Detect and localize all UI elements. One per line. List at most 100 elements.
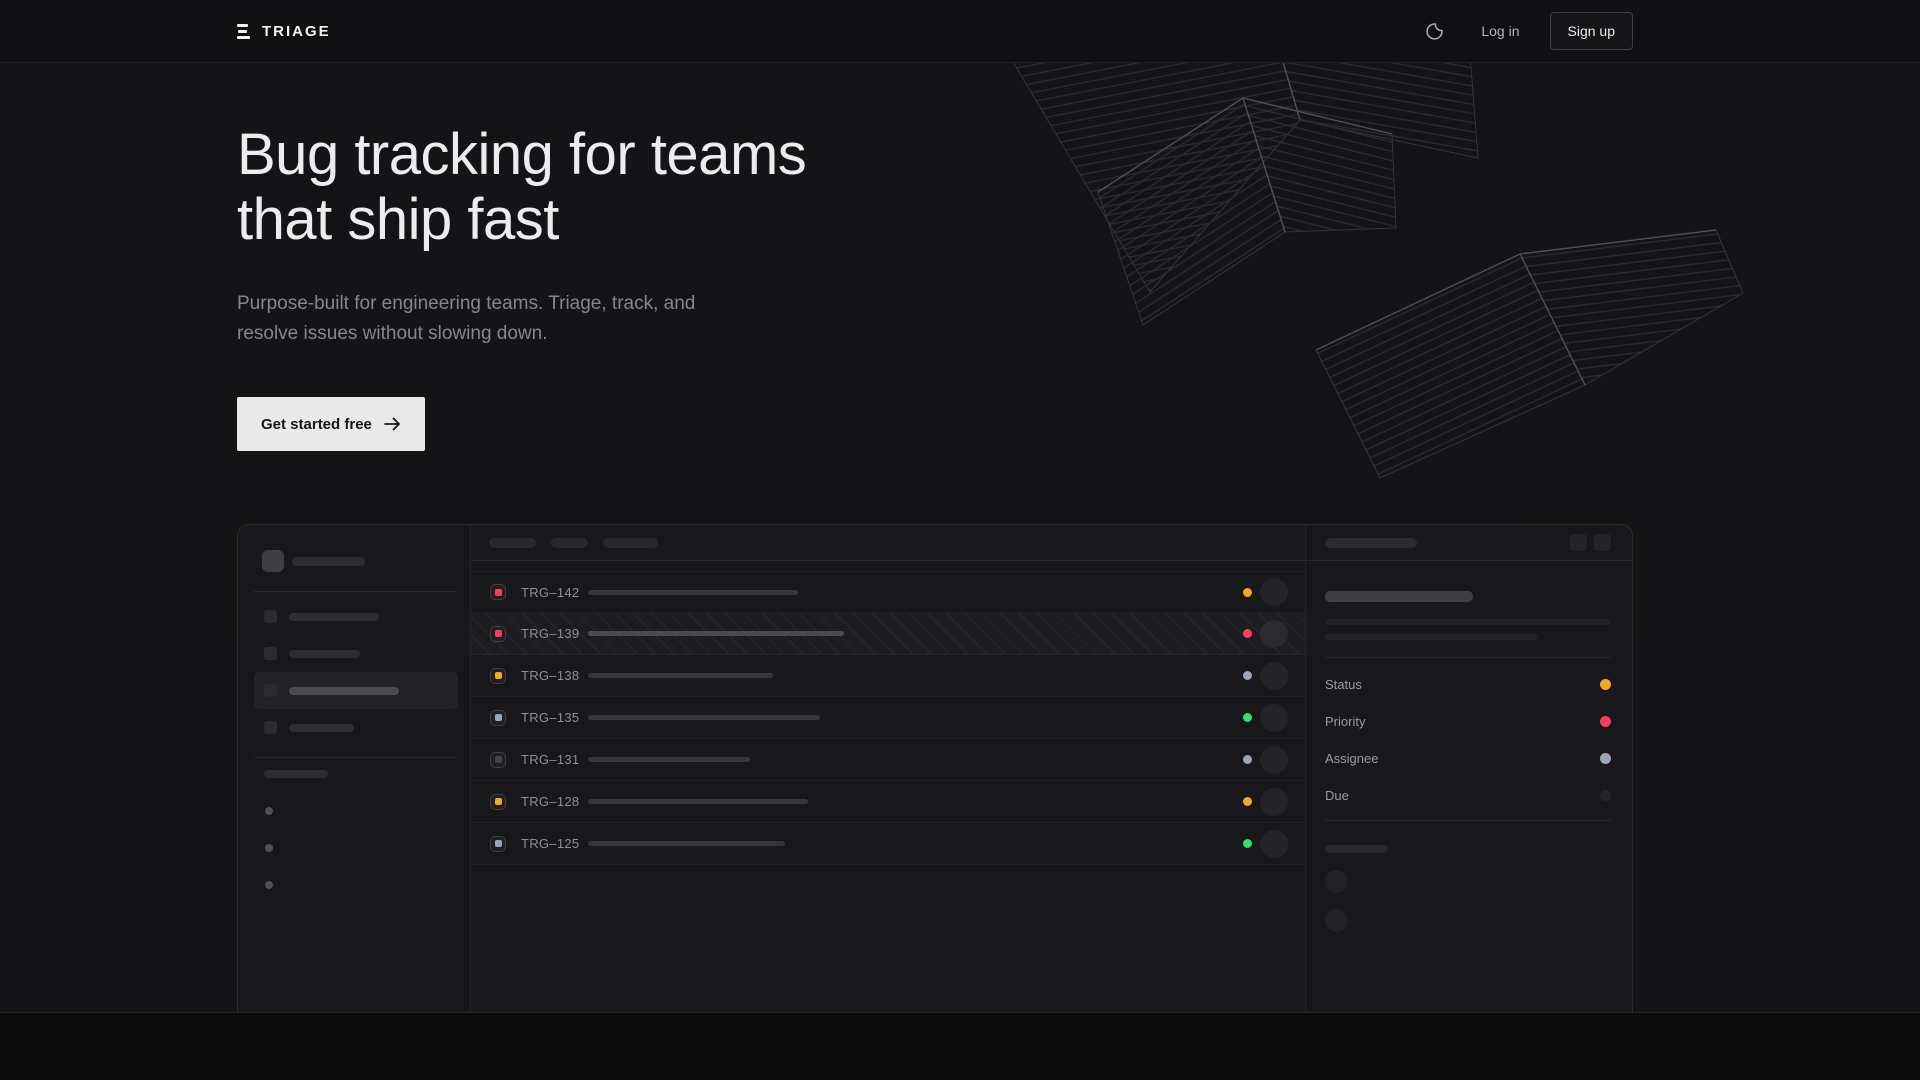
status-dot bbox=[1243, 629, 1252, 638]
status-dot bbox=[1243, 839, 1252, 848]
app-mockup: TRG–142 TRG–139 TRG–138 bbox=[237, 524, 1633, 1012]
detail-divider bbox=[1325, 657, 1611, 658]
issue-row: TRG–135 bbox=[471, 697, 1305, 739]
issue-row-selected: TRG–139 bbox=[471, 613, 1305, 655]
sidebar-item bbox=[238, 635, 458, 672]
sidebar-divider bbox=[254, 591, 456, 592]
sidebar-item bbox=[238, 709, 458, 746]
issue-type-icon bbox=[490, 835, 506, 852]
issue-row: TRG–128 bbox=[471, 781, 1305, 823]
issue-type-icon bbox=[490, 709, 506, 726]
activity-avatar bbox=[1325, 870, 1348, 893]
sidebar-section-skeleton bbox=[264, 770, 328, 778]
sidebar-item-skeleton bbox=[289, 649, 360, 658]
field-value-dot bbox=[1600, 716, 1611, 727]
sidebar-item bbox=[238, 598, 458, 635]
detail-field-row: Assignee bbox=[1325, 740, 1611, 777]
status-dot bbox=[1243, 797, 1252, 806]
issue-row: TRG–131 bbox=[471, 739, 1305, 781]
sidebar-divider bbox=[254, 757, 456, 758]
arrow-right-icon bbox=[383, 417, 400, 431]
issue-id: TRG–135 bbox=[521, 710, 580, 725]
sidebar-item-skeleton bbox=[289, 612, 379, 621]
footer-space bbox=[0, 1013, 1920, 1080]
sidebar-bullet bbox=[265, 881, 273, 889]
sidebar-item-icon bbox=[264, 684, 277, 697]
issue-id: TRG–131 bbox=[521, 752, 580, 767]
detail-header-skeleton bbox=[1325, 537, 1417, 548]
avatar bbox=[1260, 829, 1288, 858]
issue-id: TRG–142 bbox=[521, 584, 580, 600]
workspace-switcher bbox=[238, 550, 470, 572]
issue-row: TRG–125 bbox=[471, 823, 1305, 865]
get-started-button[interactable]: Get started free bbox=[237, 397, 425, 451]
sidebar-item-icon bbox=[264, 610, 277, 623]
sidebar-bullet bbox=[265, 844, 273, 852]
sidebar-item-icon bbox=[264, 721, 277, 734]
field-label: Due bbox=[1325, 788, 1349, 803]
detail-panel-header bbox=[1306, 525, 1632, 561]
sidebar-bullet bbox=[265, 807, 273, 815]
status-dot bbox=[1243, 755, 1252, 764]
brand-name: TRIAGE bbox=[262, 22, 331, 40]
detail-field-row: Status bbox=[1325, 666, 1611, 703]
issue-id: TRG–138 bbox=[521, 668, 580, 683]
field-value-dot bbox=[1600, 753, 1611, 764]
theme-toggle-button[interactable] bbox=[1417, 14, 1451, 48]
issue-title-skeleton bbox=[588, 589, 798, 595]
issue-title-skeleton bbox=[588, 841, 785, 846]
mockup-issue-list: TRG–142 TRG–139 TRG–138 bbox=[471, 525, 1305, 1012]
issue-title-skeleton bbox=[588, 715, 820, 720]
title-line-2: that ship fast bbox=[237, 187, 559, 252]
login-link[interactable]: Log in bbox=[1481, 23, 1520, 39]
field-label: Priority bbox=[1325, 714, 1366, 729]
detail-divider bbox=[1325, 820, 1611, 821]
issue-type-icon bbox=[490, 625, 506, 642]
sidebar-item-icon bbox=[264, 647, 277, 660]
detail-title-skeleton bbox=[1325, 591, 1473, 602]
issue-row: TRG–138 bbox=[471, 655, 1305, 697]
issue-row: TRG–142 bbox=[471, 571, 1305, 613]
avatar bbox=[1260, 745, 1288, 774]
field-value-dot bbox=[1600, 790, 1611, 801]
field-label: Status bbox=[1325, 677, 1362, 692]
issue-title-skeleton bbox=[588, 673, 773, 678]
workspace-icon bbox=[262, 550, 284, 572]
detail-field-row: Due bbox=[1325, 777, 1611, 814]
issue-id: TRG–139 bbox=[521, 626, 580, 641]
issue-title-skeleton bbox=[588, 631, 844, 636]
list-toolbar bbox=[471, 525, 1305, 561]
avatar bbox=[1260, 787, 1288, 816]
sidebar-item-active bbox=[254, 672, 458, 709]
triage-logo[interactable]: TRIAGE bbox=[237, 23, 331, 40]
activity-avatar bbox=[1325, 909, 1348, 932]
title-line-1: Bug tracking for teams bbox=[237, 122, 807, 187]
avatar bbox=[1260, 661, 1288, 690]
triage-logo-icon bbox=[237, 23, 251, 39]
issue-type-icon bbox=[490, 751, 506, 768]
issue-id: TRG–128 bbox=[521, 794, 580, 809]
hero-subtitle: Purpose-built for engineering teams. Tri… bbox=[237, 289, 1633, 349]
issue-title-skeleton bbox=[588, 757, 750, 762]
mockup-detail-panel: Status Priority Assignee Due bbox=[1305, 525, 1632, 1012]
activity-label-skeleton bbox=[1325, 845, 1388, 853]
sidebar-item-skeleton bbox=[289, 686, 399, 695]
signup-button[interactable]: Sign up bbox=[1549, 12, 1633, 50]
toolbar-skeleton bbox=[603, 537, 658, 548]
issue-type-icon bbox=[490, 667, 506, 684]
avatar bbox=[1260, 578, 1288, 606]
hero-section: Bug tracking for teams that ship fast Pu… bbox=[0, 63, 1920, 1013]
toolbar-skeleton bbox=[489, 537, 536, 548]
status-dot bbox=[1243, 587, 1252, 597]
detail-text-skeleton bbox=[1325, 634, 1538, 640]
field-label: Assignee bbox=[1325, 751, 1379, 766]
status-dot bbox=[1243, 713, 1252, 722]
toolbar-skeleton bbox=[551, 537, 588, 548]
workspace-name-skeleton bbox=[292, 556, 365, 566]
subtitle-line-2: resolve issues without slowing down. bbox=[237, 323, 548, 344]
status-dot bbox=[1243, 671, 1252, 680]
mockup-sidebar bbox=[238, 525, 471, 1012]
top-nav: TRIAGE Log in Sign up bbox=[0, 0, 1920, 63]
issue-title-skeleton bbox=[588, 799, 808, 804]
detail-text-skeleton bbox=[1325, 619, 1611, 625]
